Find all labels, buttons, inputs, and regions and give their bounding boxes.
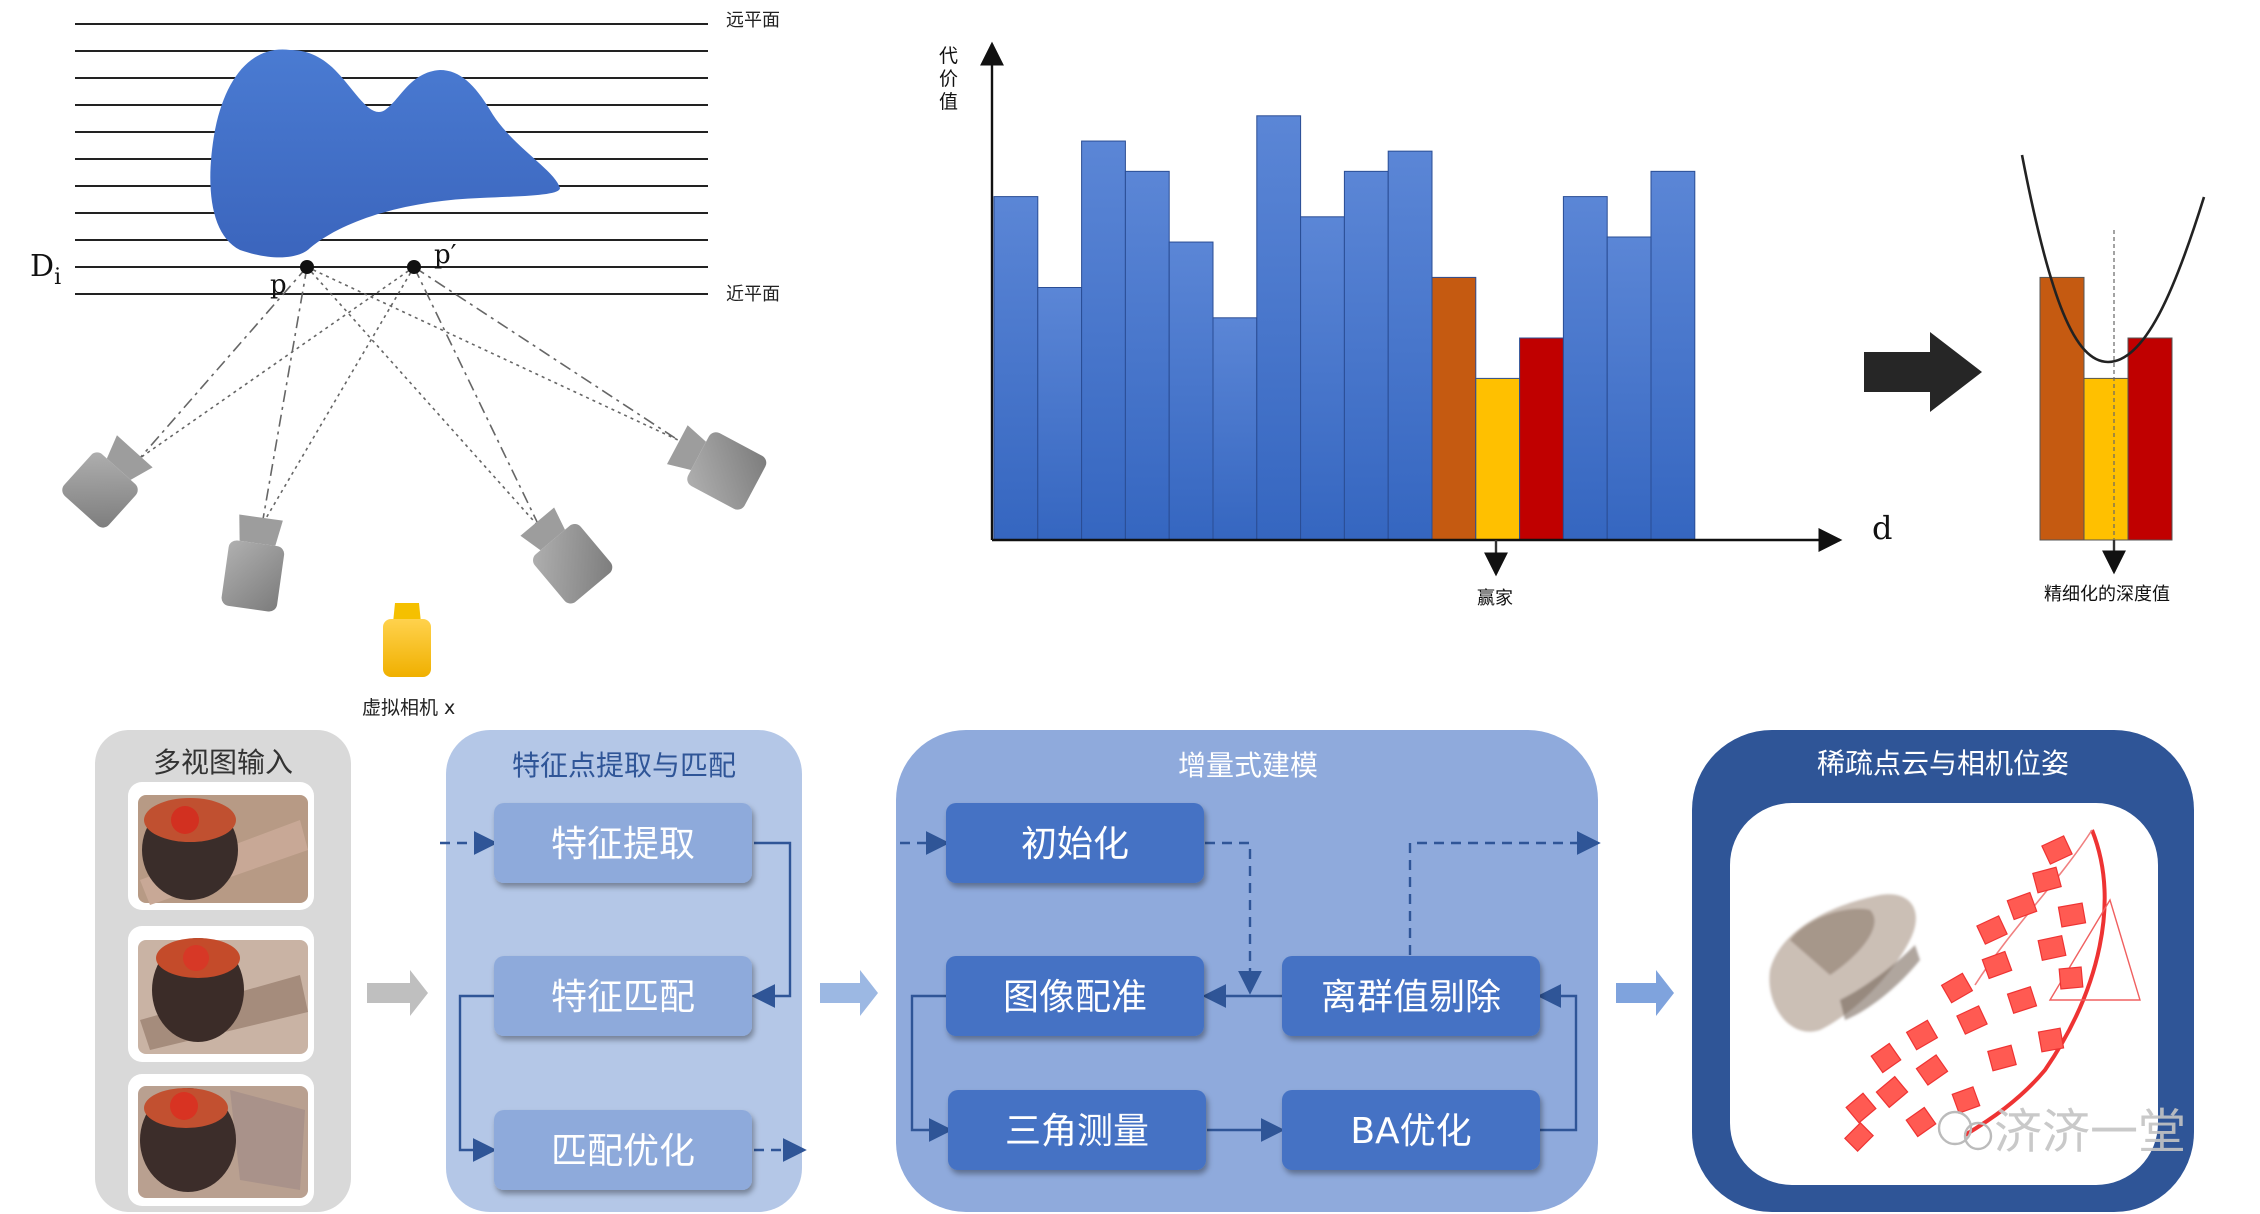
result-panel: 稀疏点云与相机位姿 [1692,730,2194,1212]
cost-bar-2 [1037,287,1083,541]
cost-bars [993,115,1696,541]
image-registration-label: 图像配准 [1003,977,1147,1018]
y-axis-label-1: 代 [939,45,958,67]
input-image-2 [128,926,314,1062]
near-plane-label: 近平面 [726,284,780,305]
camera-3 [520,507,613,604]
point-p-prime-label: p′ [434,240,457,270]
point-p [300,260,314,274]
cost-bar-7 [1256,115,1302,541]
cost-bar-9 [1343,170,1389,541]
cost-bar-1 [993,196,1039,541]
point-p-prime [407,260,421,274]
sparse-point-cloud [1769,894,1920,1032]
outlier-removal-label: 离群值剔除 [1321,977,1501,1018]
feature-panel: 特征点提取与匹配 特征提取 特征匹配 匹配优化 [440,730,807,1212]
cost-bar-14 [1562,196,1608,541]
cost-bar-8 [1300,216,1345,541]
y-axis-label-2: 价 [939,68,958,90]
flow-arrow-1 [367,970,428,1016]
triangulation-box[interactable] [948,1090,1206,1170]
ba-optimization-label: BA优化 [1350,1111,1471,1152]
flow-arrow-3 [1616,970,1674,1016]
incremental-panel-title: 增量式建模 [1178,749,1318,782]
point-p-label: p [270,270,287,300]
input-panel-title: 多视图输入 [153,746,293,779]
winner-label: 赢家 [1477,587,1513,609]
camera-2 [221,514,285,612]
refined-bars [2039,276,2173,541]
cost-bar-13 [1519,337,1564,541]
virtual-camera-label: 虚拟相机 x [362,697,455,719]
cost-chart: 代 价 值 d 赢家 精细化的深度值 [939,41,2206,609]
scene-object [210,49,560,258]
depth-plane-label: Di [30,249,61,290]
feature-matching-label: 特征匹配 [551,977,695,1018]
feature-extraction-box[interactable] [494,803,752,883]
camera-1 [62,435,153,528]
cost-bar-12 [1475,377,1521,541]
depth-plane-subscript: i [54,265,61,290]
ba-optimization-box[interactable] [1282,1090,1540,1170]
triangulation-label: 三角测量 [1005,1111,1149,1152]
refined-bar-2 [2083,377,2129,541]
depth-plane-letter: D [30,249,54,284]
camera-rays [139,266,679,529]
input-image-3 [128,1074,314,1206]
cost-bar-6 [1212,317,1258,541]
x-axis-label: d [1872,509,1892,547]
feature-extraction-label: 特征提取 [551,824,695,865]
far-plane-label: 远平面 [726,10,780,31]
camera-4 [666,425,767,510]
incremental-panel: 增量式建模 初始化 图像配准 离群值剔除 三角测量 [896,730,1601,1212]
cost-bar-16 [1650,170,1696,541]
outlier-removal-box[interactable] [1282,956,1540,1036]
cost-bar-5 [1168,241,1214,541]
cost-bar-15 [1606,236,1652,541]
y-axis-label-3: 值 [939,91,958,113]
virtual-camera [383,603,431,677]
feature-matching-box[interactable] [494,956,752,1036]
cost-bar-3 [1081,140,1126,541]
watermark: 济济一堂 [1937,1104,2186,1160]
cost-bar-10 [1387,150,1433,541]
watermark-text: 济济一堂 [1994,1104,2186,1160]
match-refinement-box[interactable] [494,1110,752,1190]
camera-poses [1844,829,2141,1152]
refined-bar-3 [2127,337,2173,541]
result-panel-title: 稀疏点云与相机位姿 [1817,747,2069,780]
init-box[interactable] [946,803,1204,883]
plane-sweep-diagram: 远平面 近平面 Di p p′ [30,10,780,719]
big-right-arrow [1864,332,1982,412]
match-refinement-label: 匹配优化 [551,1131,695,1172]
input-panel: 多视图输入 [95,730,351,1212]
cost-bar-11 [1431,276,1477,541]
pipeline-diagram: 多视图输入 [95,730,2194,1212]
cost-bar-4 [1124,170,1170,541]
input-image-1 [128,782,314,910]
refined-label: 精细化的深度值 [2044,584,2170,605]
init-label: 初始化 [1021,824,1129,865]
image-registration-box[interactable] [946,956,1204,1036]
refined-bar-1 [2039,276,2085,541]
fitted-parabola [2020,154,2206,364]
feature-panel-title: 特征点提取与匹配 [512,749,736,782]
flow-arrow-2 [820,970,878,1016]
